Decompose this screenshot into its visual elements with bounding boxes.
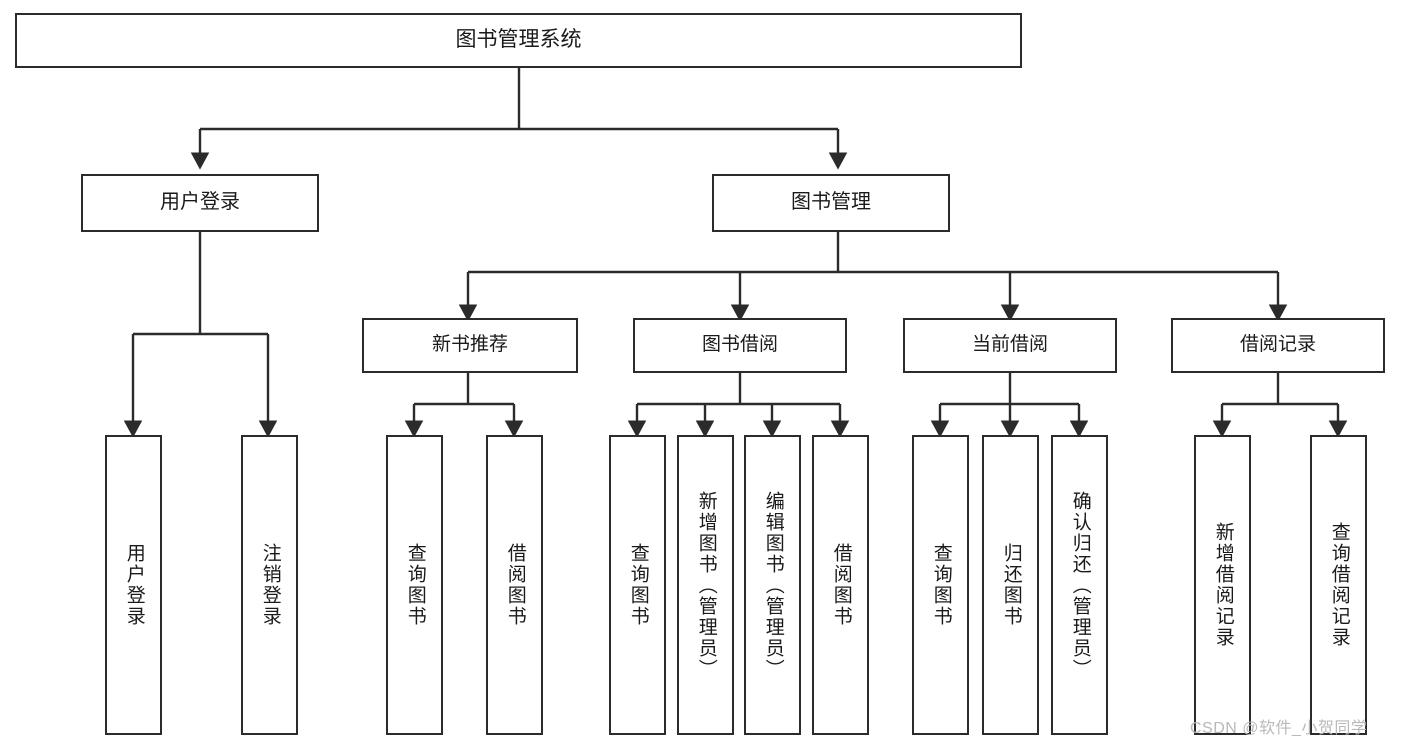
node-book-borrow[interactable]: 图书借阅 (633, 318, 847, 373)
node-label: 借阅图书 (504, 543, 526, 627)
node-label: 用户登录 (123, 543, 145, 627)
leaf-borrow-books-recommendation[interactable]: 借阅图书 (486, 435, 543, 735)
leaf-return-books[interactable]: 归还图书 (982, 435, 1039, 735)
node-current-borrow[interactable]: 当前借阅 (903, 318, 1117, 373)
node-root-system[interactable]: 图书管理系统 (15, 13, 1022, 68)
node-label: 新书推荐 (431, 334, 508, 356)
leaf-edit-book-admin[interactable]: 编辑图书（管理员） (744, 435, 801, 735)
node-label: 注销登录 (259, 543, 281, 627)
node-label: 新增图书（管理员） (695, 490, 717, 680)
node-label: 图书管理 (791, 191, 871, 214)
node-label: 查询图书 (404, 543, 426, 627)
node-label: 编辑图书（管理员） (762, 490, 784, 680)
leaf-query-books-borrow[interactable]: 查询图书 (609, 435, 666, 735)
node-label: 图书借阅 (701, 334, 778, 356)
node-borrow-records[interactable]: 借阅记录 (1171, 318, 1385, 373)
leaf-user-login[interactable]: 用户登录 (105, 435, 162, 735)
node-label: 用户登录 (160, 191, 240, 214)
node-label: 查询图书 (627, 543, 649, 627)
csdn-watermark: CSDN @软件_小贺同学 (1190, 720, 1368, 737)
leaf-logout[interactable]: 注销登录 (241, 435, 298, 735)
node-label: 查询图书 (930, 543, 952, 627)
node-label: 查询借阅记录 (1328, 522, 1350, 648)
leaf-add-book-admin[interactable]: 新增图书（管理员） (677, 435, 734, 735)
node-book-management[interactable]: 图书管理 (712, 174, 950, 232)
leaf-add-borrow-record[interactable]: 新增借阅记录 (1194, 435, 1251, 735)
node-label: 当前借阅 (971, 334, 1048, 356)
leaf-query-borrow-record[interactable]: 查询借阅记录 (1310, 435, 1367, 735)
node-label: 图书管理系统 (455, 28, 582, 52)
node-user-login[interactable]: 用户登录 (81, 174, 319, 232)
node-new-book-recommendation[interactable]: 新书推荐 (362, 318, 578, 373)
node-label: 确认归还（管理员） (1069, 490, 1091, 680)
leaf-borrow-books[interactable]: 借阅图书 (812, 435, 869, 735)
node-label: 借阅图书 (830, 543, 852, 627)
node-label: 归还图书 (1000, 543, 1022, 627)
node-label: 新增借阅记录 (1212, 522, 1234, 648)
node-label: 借阅记录 (1239, 334, 1316, 356)
leaf-query-books-current[interactable]: 查询图书 (912, 435, 969, 735)
leaf-confirm-return-admin[interactable]: 确认归还（管理员） (1051, 435, 1108, 735)
leaf-query-books-recommendation[interactable]: 查询图书 (386, 435, 443, 735)
